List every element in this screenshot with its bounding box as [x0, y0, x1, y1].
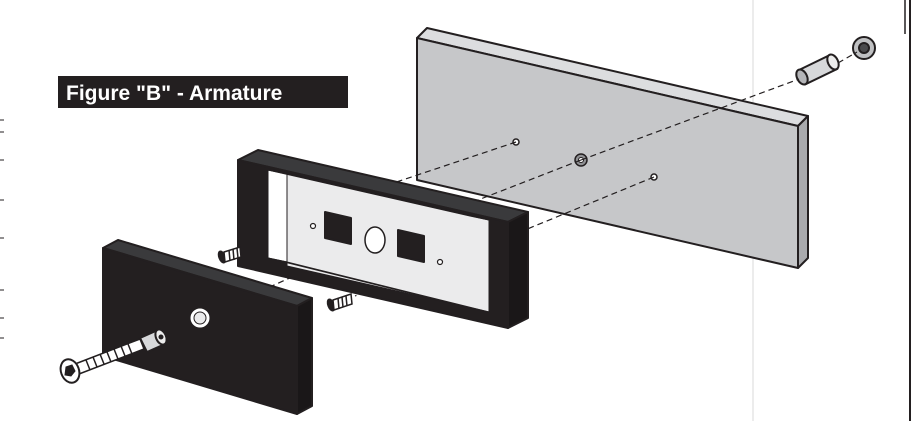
mounting-block [416, 27, 809, 269]
margin-marks [0, 119, 4, 339]
armature-housing [237, 149, 529, 329]
cap-nut [852, 36, 876, 60]
figure-title: Figure "B" - Armature [66, 82, 282, 105]
spacer-sleeve [795, 53, 840, 86]
spacer-sleeve [138, 328, 168, 354]
mounting-screw [326, 292, 353, 312]
figure-title-label: Figure "B" - Armature [58, 76, 348, 108]
sex-bolt [59, 338, 145, 384]
armature-plate [102, 239, 313, 415]
figure-title-background [58, 76, 348, 108]
mounting-screw [217, 246, 242, 264]
